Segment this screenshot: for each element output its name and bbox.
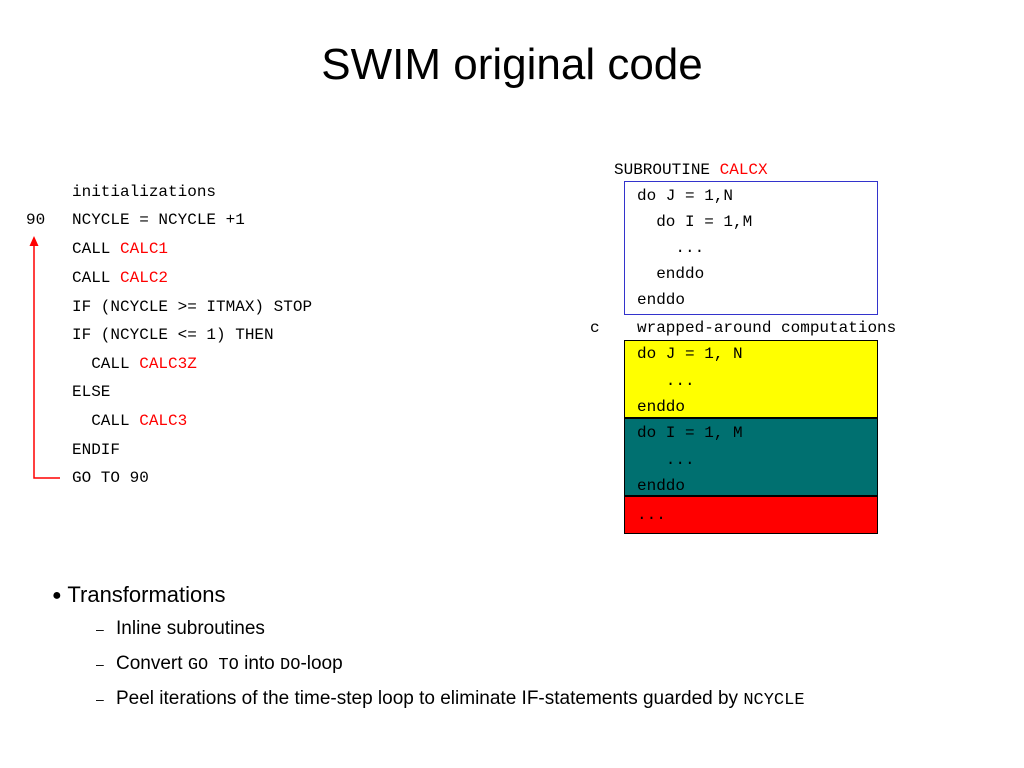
dash-icon: –	[96, 691, 104, 707]
blue-loop-box	[624, 181, 878, 315]
calc3z-name: CALC3Z	[139, 355, 197, 373]
code-line: IF (NCYCLE >= ITMAX) STOP	[72, 298, 313, 316]
code-line: do I = 1, M	[637, 424, 743, 442]
teal-loop-box	[624, 418, 878, 496]
calcx-name: CALCX	[719, 161, 768, 179]
comment-marker: c	[590, 319, 600, 337]
red-box	[624, 496, 878, 534]
code-line: enddo	[637, 291, 686, 309]
code-line: ...	[637, 239, 705, 257]
code-line: CALL CALC3Z	[72, 355, 197, 373]
code-line: do J = 1, N	[637, 345, 743, 363]
slide-title: SWIM original code	[321, 40, 703, 89]
calc3-name: CALC3	[139, 412, 188, 430]
sub-bullet-inline: –Inline subroutines	[96, 618, 265, 639]
calc2-name: CALC2	[120, 269, 169, 287]
bullet-dot-icon: ●	[52, 587, 62, 604]
code-line: IF (NCYCLE <= 1) THEN	[72, 326, 274, 344]
code-line: GO TO 90	[72, 469, 149, 487]
sub-bullet-convert: –Convert GO TO into DO-loop	[96, 653, 343, 675]
code-line: ...	[637, 372, 695, 390]
code-line: enddo	[637, 477, 686, 495]
code-line: enddo	[637, 265, 705, 283]
code-line: NCYCLE = NCYCLE +1	[72, 211, 245, 229]
code-line: enddo	[637, 398, 686, 416]
code-line: do I = 1,M	[637, 213, 753, 231]
code-line: initializations	[72, 183, 217, 201]
comment-text: wrapped-around computations	[637, 319, 897, 337]
bullet-transformations: ● Transformations	[52, 582, 226, 607]
code-line: CALL CALC2	[72, 269, 169, 287]
dash-icon: –	[96, 621, 104, 637]
dash-icon: –	[96, 656, 104, 672]
yellow-loop-box	[624, 340, 878, 418]
code-line: CALL CALC1	[72, 240, 169, 258]
code-line: CALL CALC3	[72, 412, 188, 430]
code-line: ELSE	[72, 383, 111, 401]
code-line: ENDIF	[72, 441, 121, 459]
subroutine-header: SUBROUTINE CALCX	[614, 161, 768, 179]
code-line: ...	[637, 506, 666, 524]
sub-bullet-peel: –Peel iterations of the time-step loop t…	[96, 688, 805, 710]
line-label-90: 90	[26, 211, 46, 229]
code-line: do J = 1,N	[637, 187, 734, 205]
code-line: ...	[637, 451, 695, 469]
calc1-name: CALC1	[120, 240, 169, 258]
